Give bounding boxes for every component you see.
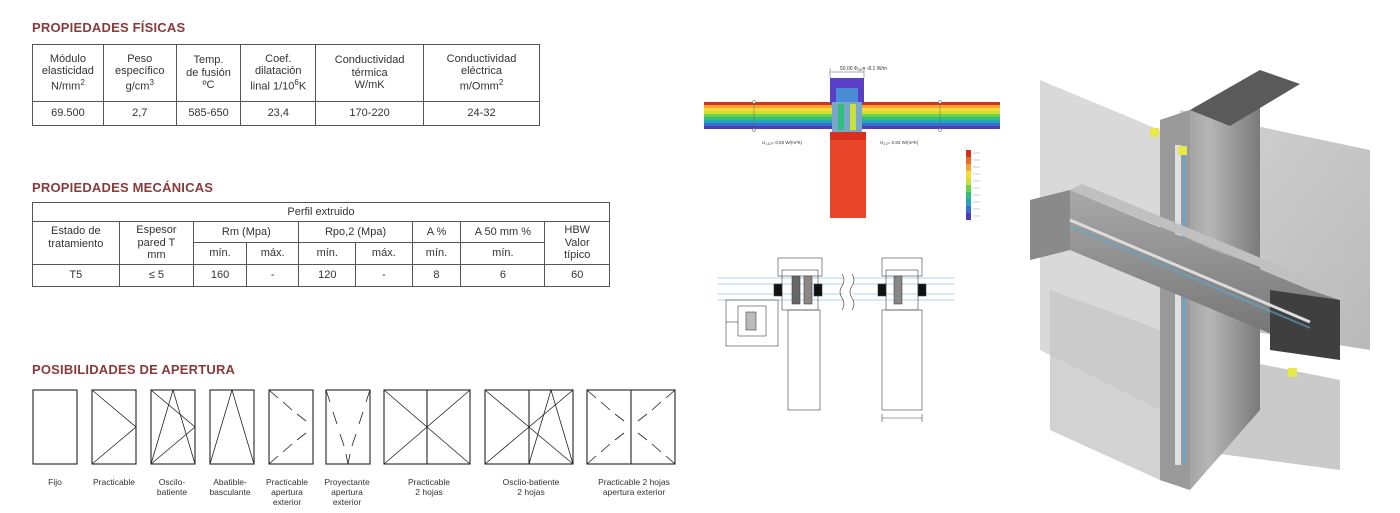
header-rpo: Rpo,2 (Mpa) (298, 220, 413, 244)
table-row: T5 ≤ 5 160 - 120 - 8 6 60 (32, 263, 610, 287)
value-coef: 23,4 (240, 101, 317, 126)
table-row: 69.500 2,7 585-650 23,4 170-220 24-32 (32, 101, 541, 126)
header-estado: Estado de tratamiento (32, 221, 120, 265)
window-proyectante-exterior-icon (325, 389, 371, 465)
header-rm-max: máx. (245, 242, 300, 265)
header-a50-min: mín. (460, 242, 546, 265)
table-header-row: Estado de tratamiento Espesor pared T mm… (32, 220, 610, 265)
svg-text:U1,10= 0,83 W/(m²K): U1,10= 0,83 W/(m²K) (762, 140, 803, 146)
svg-text:U2,2= 0,83 W/(m²K): U2,2= 0,83 W/(m²K) (880, 140, 919, 146)
fisicas-title: PROPIEDADES FÍSICAS (32, 20, 186, 35)
value-peso: 2,7 (102, 101, 177, 126)
cell-hbw: 60 (544, 263, 610, 287)
opening-types-diagram (32, 388, 676, 465)
header-peso: Peso específico g/cm3 (102, 44, 177, 102)
window-practicable-2hojas-icon (383, 389, 471, 465)
header-espesor: Espesor pared T mm (118, 221, 195, 265)
temperature-legend (966, 150, 980, 220)
curtain-wall-3d-render (1030, 70, 1370, 490)
cell-rpo-max: - (355, 263, 413, 287)
cell-rm-min: 160 (193, 263, 247, 287)
header-rpo-min: mín. (298, 242, 357, 265)
physical-properties-table: Módulo elasticidad N/mm2 Peso específico… (32, 44, 541, 126)
cell-espesor: ≤ 5 (118, 263, 195, 287)
label-oscilobatiente: Oscilo-batiente (156, 477, 188, 497)
table-header-row: mín. máx. mín. máx. mín. mín. (33, 242, 610, 265)
header-rpo-max: máx. (355, 242, 413, 265)
cell-estado: T5 (32, 263, 120, 287)
value-cond-electrica: 24-32 (422, 101, 541, 126)
cell-a: 8 (411, 263, 462, 287)
window-practicable-icon (91, 389, 137, 465)
cell-rm-max: - (245, 263, 300, 287)
header-a50: A 50 mm % (460, 220, 546, 244)
window-practicable-exterior-icon (268, 389, 314, 465)
header-a: A % (411, 220, 462, 244)
window-oscilobatiente-2hojas-icon (484, 388, 574, 465)
header-coef: Coef. dilatación linal 1/106K (240, 44, 317, 102)
apertura-title: POSIBILIDADES DE APERTURA (32, 362, 236, 377)
window-fijo-icon (32, 389, 78, 465)
thermal-simulation-image: 50,00 Φ2D= -8.1 W/m U1,10= 0,83 W/(m²K) … (704, 66, 1000, 218)
window-oscilobatiente-icon (150, 388, 196, 465)
svg-text:50,00 Φ2D= -8.1 W/m: 50,00 Φ2D= -8.1 W/m (840, 66, 887, 72)
window-practicable-2hojas-exterior-icon (586, 389, 676, 465)
header-temp: Temp. de fusión ºC (175, 44, 242, 102)
table-header-row: Módulo elasticidad N/mm2 Peso específico… (32, 44, 541, 102)
header-cond-termica: Conductividad térmica W/mK (315, 44, 424, 102)
label-practicable: Practicable (92, 477, 136, 487)
header-perfil-extruido: Perfil extruido (32, 202, 610, 222)
table-header-row: Perfil extruido (32, 202, 610, 222)
profile-section-drawing (718, 257, 954, 422)
value-temp: 585-650 (175, 101, 242, 126)
label-fijo: Fijo (48, 477, 62, 487)
cell-a50: 6 (460, 263, 546, 287)
label-abatible-basculante: Abatible-basculante (209, 477, 251, 497)
window-abatible-basculante-icon (209, 388, 255, 465)
mechanical-properties-table: Perfil extruido Estado de tratamiento Es… (32, 202, 610, 287)
mecanicas-title: PROPIEDADES MECÁNICAS (32, 180, 214, 195)
header-hbw: HBW Valor típico (544, 221, 610, 265)
header-modulo: Módulo elasticidad N/mm2 (32, 44, 104, 102)
value-modulo: 69.500 (32, 101, 104, 126)
header-a-min: mín. (411, 242, 462, 265)
header-cond-electrica: Conductividad eléctrica m/Omm2 (422, 44, 541, 102)
header-rm: Rm (Mpa) (193, 220, 300, 244)
value-cond-termica: 170-220 (315, 101, 424, 126)
header-rm-min: mín. (193, 242, 247, 265)
cell-rpo-min: 120 (298, 263, 357, 287)
